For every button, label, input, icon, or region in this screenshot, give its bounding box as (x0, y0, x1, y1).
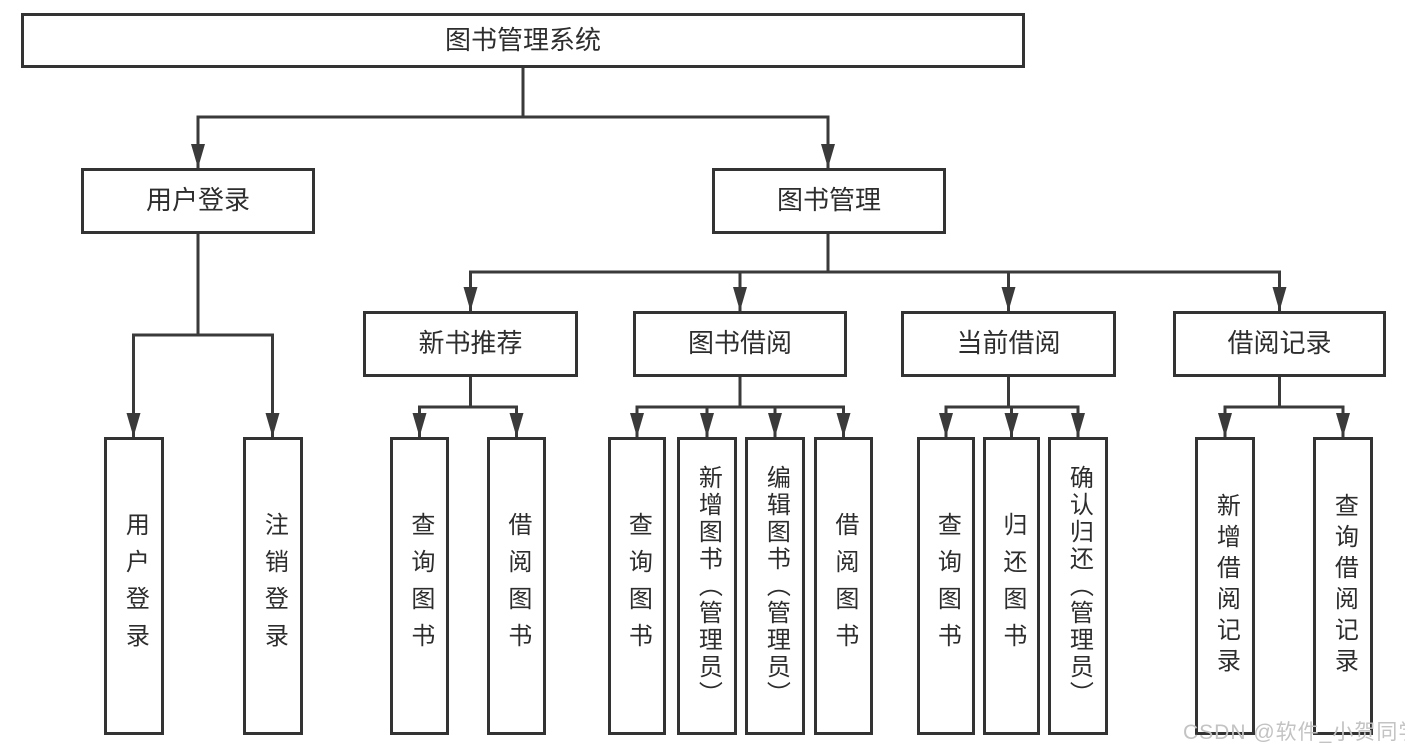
node-current-borrow: 当前借阅 (901, 311, 1116, 377)
node-add-borrow-record: 新增借阅记录 (1195, 437, 1255, 735)
node-return-book: 归还图书 (983, 437, 1040, 735)
connector-new-book-recommend (418, 377, 518, 409)
node-confirm-return-admin: 确认归还（管理员） (1048, 437, 1108, 735)
node-query-books-1: 查询图书 (390, 437, 449, 735)
connector-root (196, 68, 830, 119)
connector-user-login (132, 234, 274, 337)
node-borrow-records: 借阅记录 (1173, 311, 1386, 377)
node-root: 图书管理系统 (21, 13, 1025, 68)
node-borrow-books-2: 借阅图书 (814, 437, 873, 735)
node-new-book-recommend: 新书推荐 (363, 311, 578, 377)
node-query-borrow-record: 查询借阅记录 (1313, 437, 1373, 735)
connector-current-borrow (944, 377, 1080, 409)
node-user-login-leaf: 用户登录 (104, 437, 164, 735)
node-query-books-2: 查询图书 (608, 437, 666, 735)
node-book-management: 图书管理 (712, 168, 946, 234)
connector-borrow-records (1223, 377, 1345, 409)
node-borrow-books-1: 借阅图书 (487, 437, 546, 735)
node-logout-leaf: 注销登录 (243, 437, 303, 735)
node-user-login: 用户登录 (81, 168, 315, 234)
csdn-watermark: CSDN @软件_小贺同学 (1183, 721, 1405, 744)
node-book-borrow: 图书借阅 (633, 311, 847, 377)
node-add-book-admin: 新增图书（管理员） (677, 437, 737, 735)
connector-book-borrow (635, 377, 845, 409)
node-query-books-3: 查询图书 (917, 437, 975, 735)
connector-book-management (469, 234, 1281, 274)
node-edit-book-admin: 编辑图书（管理员） (745, 437, 805, 735)
